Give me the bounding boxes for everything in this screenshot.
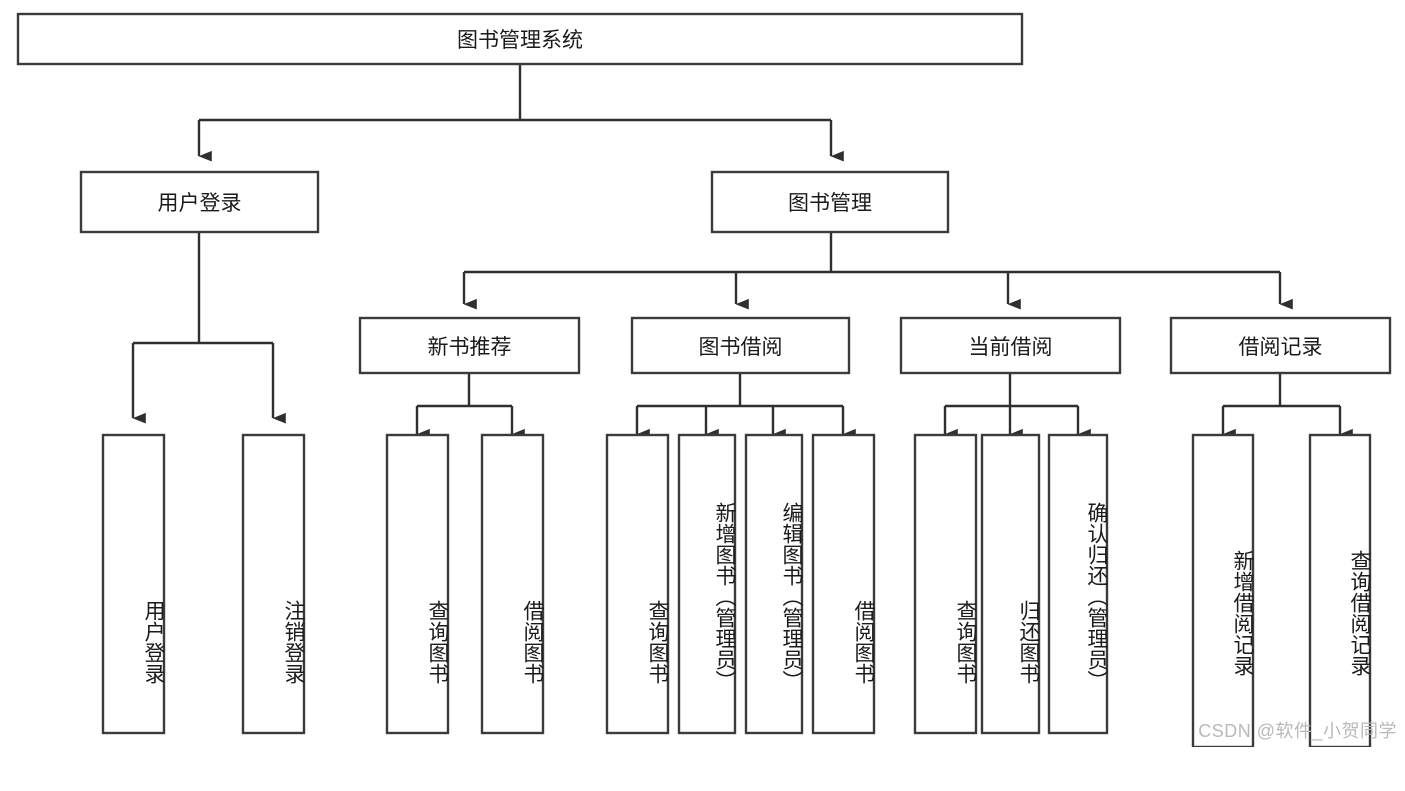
leaf-box-book-borrow-0[interactable]: [605, 433, 670, 735]
node-borrow-record[interactable]: [1169, 316, 1392, 375]
leaf-box-current-borrow-2[interactable]: [1047, 433, 1109, 735]
leaf-box-book-borrow-2[interactable]: [744, 433, 804, 735]
leaf-box-user-login-1[interactable]: [241, 433, 306, 735]
node-box-group: [16, 12, 1392, 747]
leaf-box-book-borrow-1[interactable]: [677, 433, 737, 735]
leaf-box-current-borrow-1[interactable]: [980, 433, 1041, 735]
leaf-box-user-login-0[interactable]: [101, 433, 166, 735]
node-book-borrow[interactable]: [630, 316, 851, 375]
leaf-box-current-borrow-0[interactable]: [913, 433, 978, 735]
tree-diagram-svg: [16, 12, 1392, 747]
csdn-watermark: CSDN @软件_小贺同学: [1198, 721, 1397, 741]
diagram-canvas: 图书管理系统 用户登录 图书管理 新书推荐 图书借阅 当前借阅 借阅记录 用户登…: [16, 12, 1397, 747]
leaf-box-book-borrow-3[interactable]: [811, 433, 876, 735]
node-root[interactable]: [16, 12, 1024, 66]
node-new-book-recommend[interactable]: [358, 316, 581, 375]
leaf-box-borrow-record-0[interactable]: [1191, 433, 1255, 747]
node-user-login[interactable]: [79, 170, 320, 234]
connector-group: [131, 64, 1353, 440]
node-current-borrow[interactable]: [899, 316, 1122, 375]
leaf-box-new-book-1[interactable]: [480, 433, 545, 735]
leaf-box-borrow-record-1[interactable]: [1308, 433, 1372, 747]
node-book-manage[interactable]: [710, 170, 950, 234]
leaf-box-new-book-0[interactable]: [385, 433, 450, 735]
